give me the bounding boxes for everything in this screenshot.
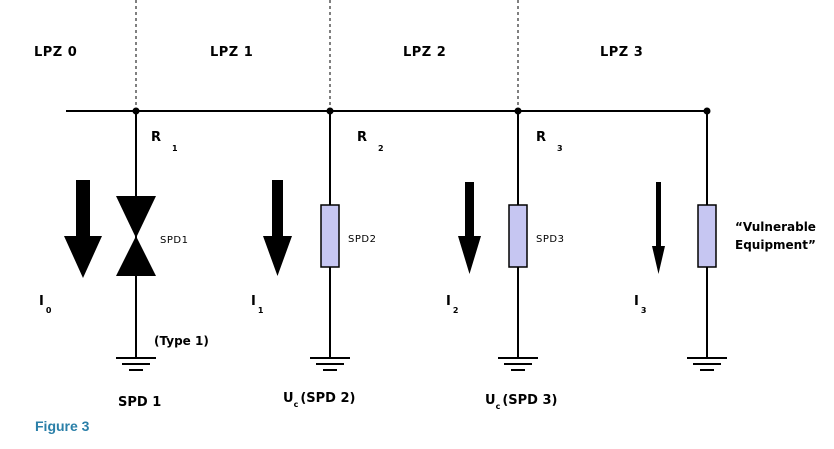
spd2-component: [320, 204, 340, 268]
spd3-label: SPD3: [536, 234, 564, 245]
current-arrow-i3: [652, 182, 665, 274]
current-label-i2: I2: [446, 294, 458, 315]
current-arrow-i2: [458, 182, 481, 274]
ground-symbol-1: [116, 357, 156, 371]
spd2-label: SPD2: [348, 234, 376, 245]
equipment-label-line2: Equipment”: [735, 238, 816, 252]
ground-symbol-4: [687, 357, 727, 371]
spd1-upper-triangle: [116, 196, 156, 238]
zone-label-lpz3: LPZ 3: [600, 45, 643, 60]
equipment-component: [697, 204, 717, 268]
bottom-label-spd1: SPD 1: [118, 395, 161, 410]
current-arrow-i0: [64, 180, 102, 278]
zone-label-lpz1: LPZ 1: [210, 45, 253, 60]
figure-caption: Figure 3: [35, 418, 90, 434]
bottom-label-spd2: Uc(SPD 2): [283, 391, 355, 409]
spd1-lower-triangle: [116, 236, 156, 276]
ground-symbol-3: [498, 357, 538, 371]
current-arrow-i1: [263, 180, 292, 276]
zone-label-lpz2: LPZ 2: [403, 45, 446, 60]
type-1-note: (Type 1): [154, 334, 209, 348]
current-label-i3: I3: [634, 294, 646, 315]
zone-label-lpz0: LPZ 0: [34, 45, 77, 60]
ground-symbol-2: [310, 357, 350, 371]
resistor-label-r1: R1: [151, 130, 178, 153]
equipment-label-line1: “Vulnerable: [735, 220, 816, 234]
current-label-i0: I0: [39, 294, 52, 315]
resistor-label-r2: R2: [357, 130, 384, 153]
current-label-i1: I1: [251, 294, 264, 315]
spd1-label: SPD1: [160, 235, 188, 246]
spd3-component: [508, 204, 528, 268]
bottom-label-spd3: Uc(SPD 3): [485, 393, 557, 411]
resistor-label-r3: R3: [536, 130, 563, 153]
